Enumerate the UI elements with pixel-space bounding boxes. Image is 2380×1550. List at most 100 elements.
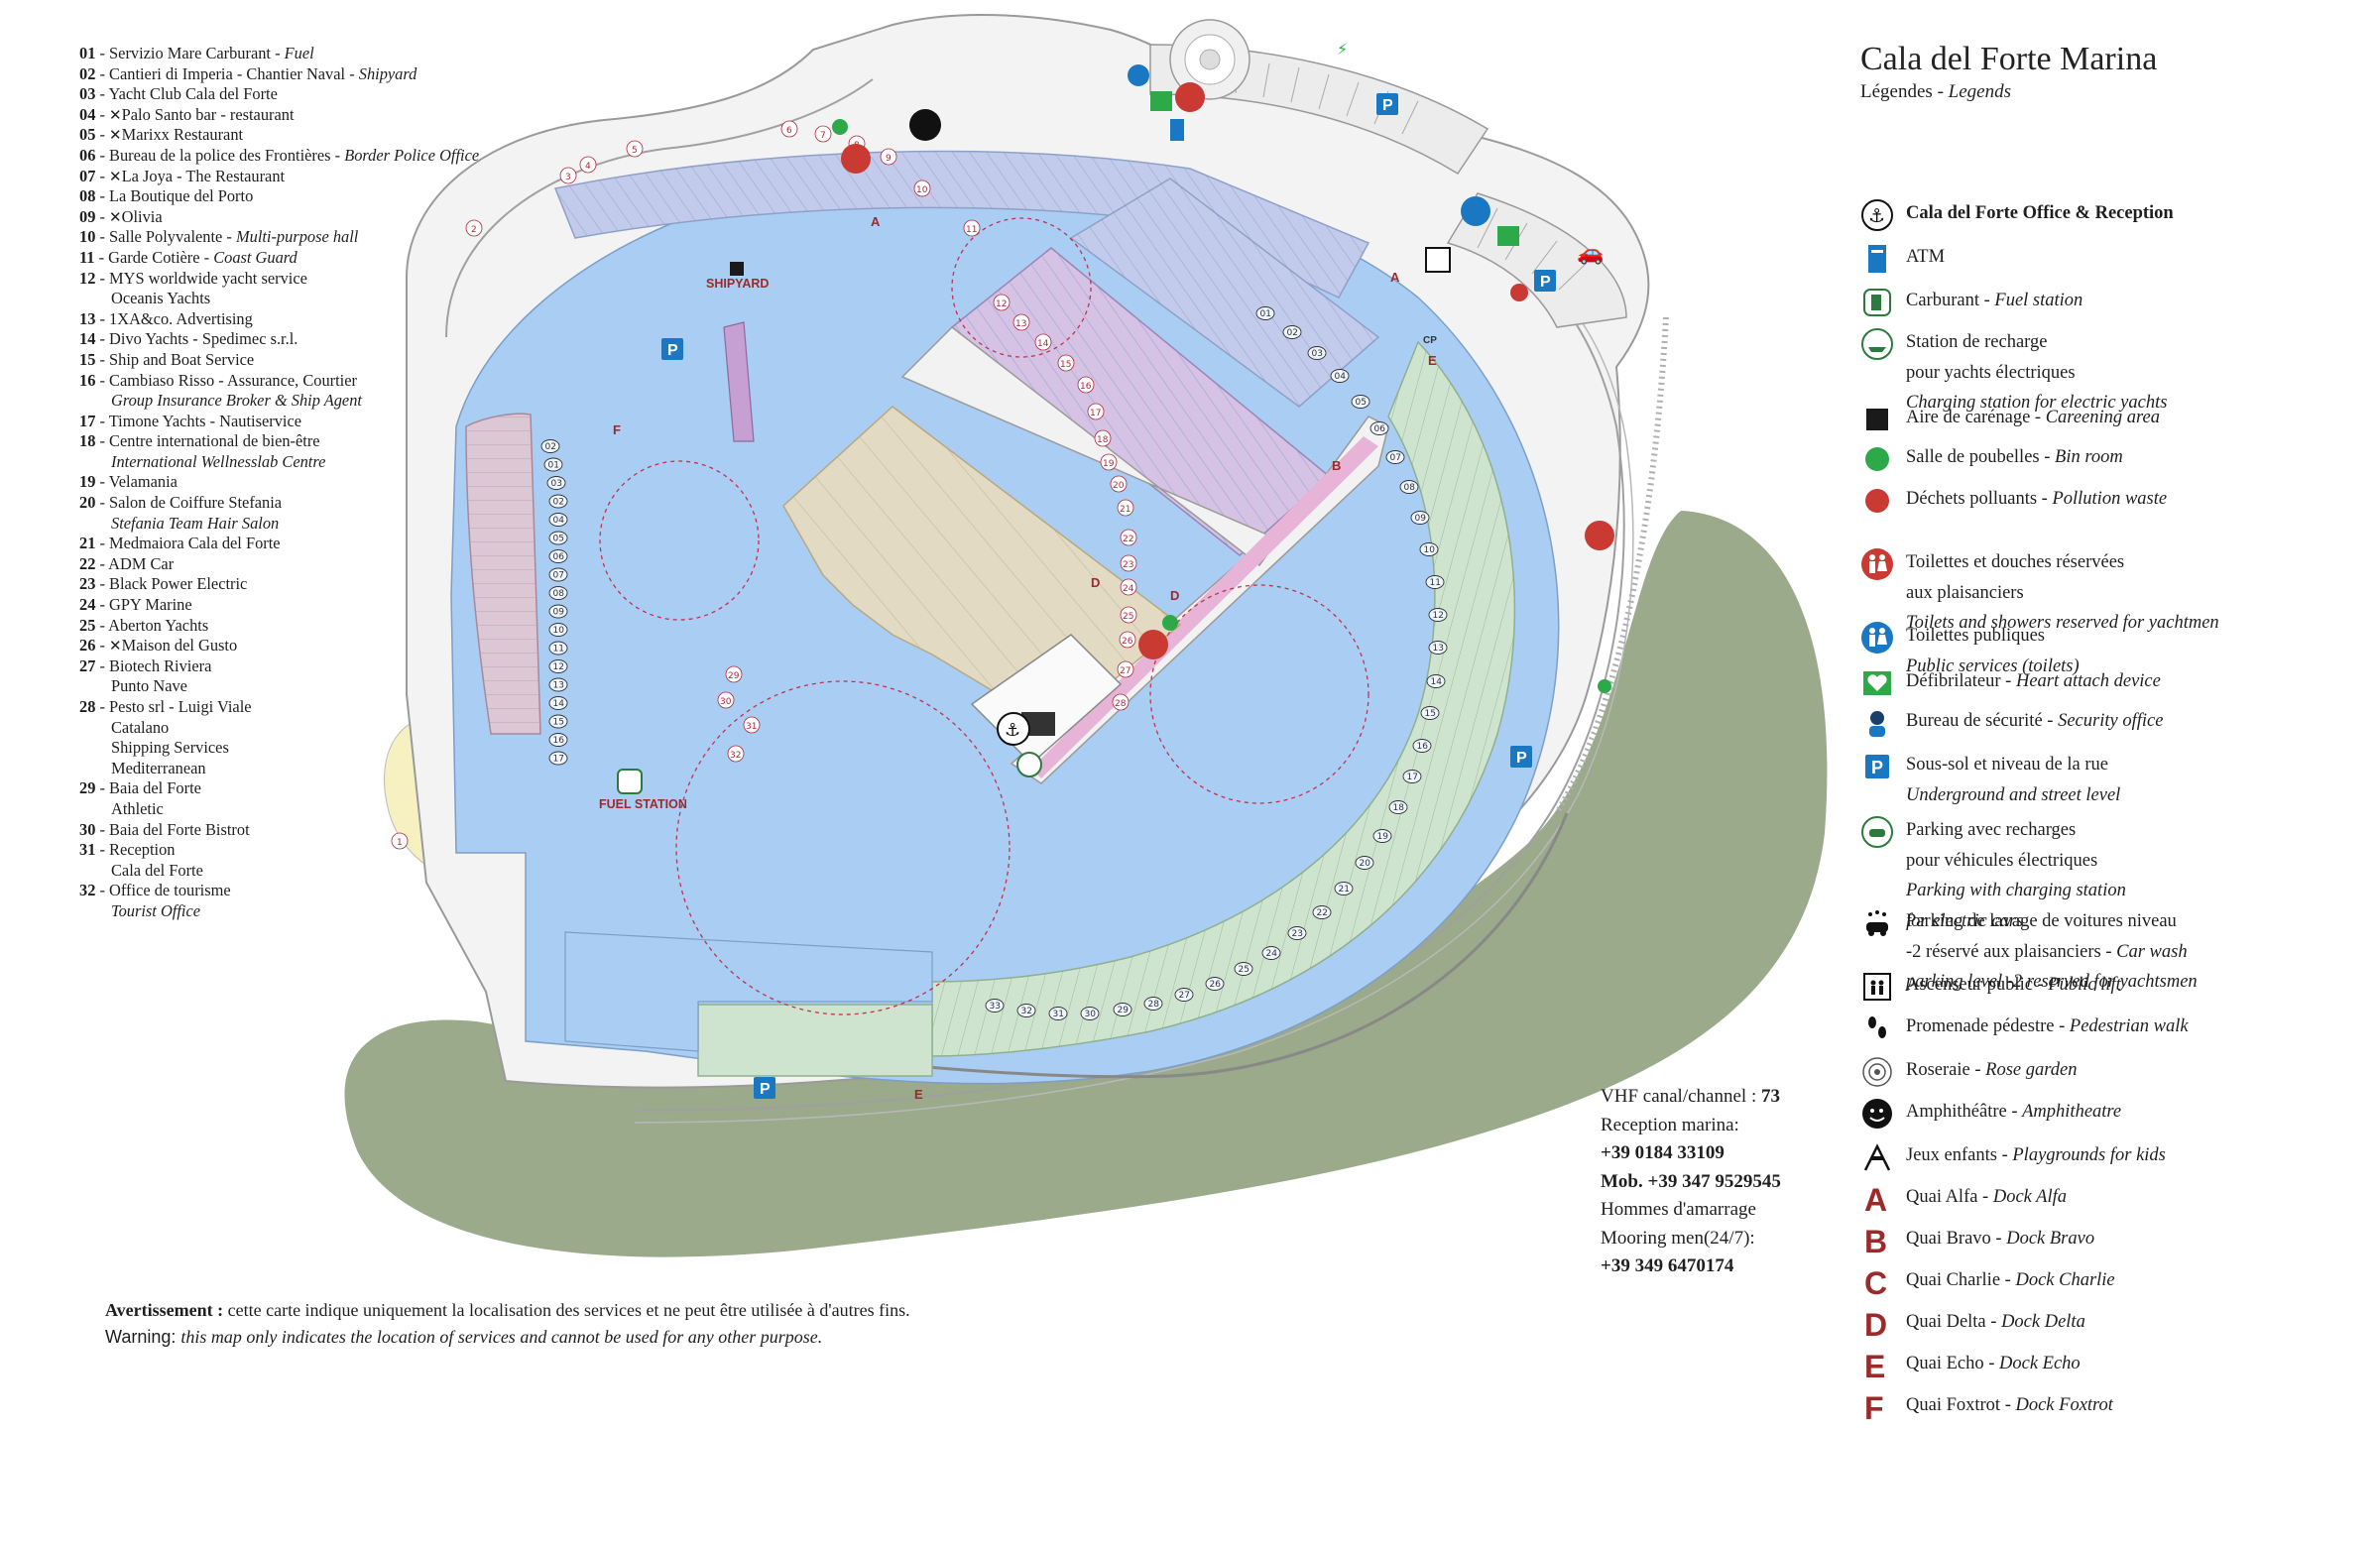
svg-text:16: 16 — [1417, 742, 1429, 752]
svg-text:19: 19 — [1103, 459, 1115, 469]
svg-text:11: 11 — [966, 225, 977, 235]
dock-letter-e-bottom: E — [914, 1087, 923, 1102]
svg-text:25: 25 — [1239, 965, 1250, 975]
svg-text:4: 4 — [585, 162, 591, 172]
dock-letter-e-icon: E — [1860, 1349, 1894, 1384]
svg-text:2: 2 — [471, 225, 477, 235]
index-name: Office de tourisme — [109, 881, 231, 900]
index-sub: Catalano — [111, 717, 170, 737]
svg-text:P: P — [760, 1081, 771, 1098]
poi-number: 32 — [727, 745, 745, 763]
poi-number: 16 — [1077, 376, 1095, 394]
dock-letter-a-left: A — [871, 214, 881, 229]
footprints-icon — [1860, 1012, 1894, 1045]
dock-letter-d-icon: D — [1860, 1307, 1894, 1343]
poi-number: 14 — [1034, 333, 1052, 351]
index-entry: 14 - Divo Yachts - Spedimec s.r.l. — [79, 329, 298, 349]
mobile-phone: Mob. +39 347 9529545 — [1601, 1170, 1781, 1192]
index-number: 07 — [79, 166, 96, 185]
index-name: Aberton Yachts — [108, 615, 209, 635]
public-toilets-icon — [1860, 621, 1894, 655]
svg-text:12: 12 — [553, 662, 564, 672]
poi-number: 18 — [1094, 429, 1112, 447]
index-entry: 11 - Garde Cotière - Coast Guard — [79, 247, 298, 267]
index-name: ADM Car — [108, 553, 175, 573]
fuel-pump-icon — [1860, 286, 1894, 319]
index-sub: Punto Nave — [111, 676, 187, 696]
berth-number-right: 18 — [1388, 800, 1408, 814]
svg-text:13: 13 — [1015, 319, 1026, 329]
restaurant-icon: ✕ — [109, 126, 122, 145]
index-number: 14 — [79, 329, 96, 349]
index-number: 15 — [79, 349, 96, 369]
svg-text:09: 09 — [1415, 514, 1427, 524]
berth-number-right: 02 — [1282, 325, 1302, 339]
fuel-station-label: FUEL STATION — [599, 797, 687, 811]
svg-text:🚗: 🚗 — [1577, 241, 1604, 266]
legend-item-text: Salle de poubelles - Bin room — [1906, 447, 2123, 467]
index-name: Timone Yachts - Nautiservice — [108, 411, 301, 430]
svg-text:33: 33 — [990, 1002, 1001, 1012]
index-number: 20 — [79, 493, 96, 513]
disclaimer: Avertissement : cette carte indique uniq… — [105, 1297, 910, 1351]
index-name: Biotech Riviera — [109, 656, 212, 675]
reception-phone: +39 0184 33109 — [1601, 1142, 1725, 1163]
index-entry: 27 - Biotech Riviera — [79, 656, 212, 675]
svg-text:P: P — [1382, 97, 1393, 114]
svg-text:04: 04 — [553, 516, 565, 526]
legend-item-text: Quai Alfa - Dock Alfa — [1906, 1187, 2068, 1207]
index-entry: 09 - ✕Olivia — [79, 206, 163, 226]
index-number: 23 — [79, 574, 96, 594]
poi-number: 29 — [725, 665, 743, 683]
berth-number-left: 13 — [548, 677, 568, 692]
berth-number-right: 33 — [985, 999, 1005, 1013]
restaurant-icon: ✕ — [109, 637, 122, 656]
svg-text:25: 25 — [1123, 612, 1133, 622]
index-name-en: Shipyard — [358, 63, 417, 83]
index-name: Medmaiora Cala del Forte — [109, 534, 281, 553]
svg-text:26: 26 — [1122, 637, 1133, 647]
berth-number-left: 04 — [548, 513, 568, 527]
poi-number: 6 — [780, 120, 798, 138]
svg-text:02: 02 — [553, 498, 564, 508]
berth-number-left: 10 — [548, 623, 568, 637]
index-name: Centre international de bien-être — [109, 431, 320, 451]
svg-text:01: 01 — [1260, 309, 1271, 319]
poi-number: 7 — [814, 125, 832, 143]
svg-text:01: 01 — [548, 461, 559, 471]
svg-text:15: 15 — [1425, 709, 1436, 719]
berth-number-left: 12 — [548, 659, 568, 673]
index-name-en: Border Police Office — [344, 145, 480, 165]
svg-text:04: 04 — [1335, 372, 1347, 382]
index-entry: 17 - Timone Yachts - Nautiservice — [79, 411, 301, 430]
svg-text:10: 10 — [1424, 545, 1436, 555]
svg-text:F: F — [1864, 1390, 1884, 1424]
svg-text:12: 12 — [1433, 611, 1444, 621]
poi-number: 12 — [993, 294, 1011, 311]
svg-text:31: 31 — [1053, 1010, 1064, 1019]
berth-number-left: 09 — [548, 604, 568, 619]
index-entry: 03 - Yacht Club Cala del Forte — [79, 84, 278, 104]
index-entry: 30 - Baia del Forte Bistrot — [79, 819, 250, 839]
index-name: MYS worldwide yacht service — [109, 268, 307, 288]
svg-text:24: 24 — [1266, 949, 1278, 959]
svg-text:32: 32 — [1021, 1007, 1032, 1016]
index-name: Baia del Forte Bistrot — [109, 819, 250, 839]
berth-number-right: 08 — [1399, 480, 1419, 494]
parking-icon: P — [754, 1077, 775, 1099]
index-number: 26 — [79, 636, 96, 656]
index-name: Marixx Restaurant — [121, 125, 244, 145]
legend-item-text: Aire de carénage - Careening area — [1906, 408, 2160, 427]
index-number: 13 — [79, 308, 96, 328]
index-name: Ship and Boat Service — [109, 349, 255, 369]
theatre-masks-icon — [1860, 1097, 1894, 1131]
berth-number-left: 11 — [548, 641, 568, 656]
berth-number-right: 28 — [1143, 997, 1163, 1011]
poi-number: 3 — [559, 167, 577, 184]
index-number: 25 — [79, 615, 96, 635]
index-sub-en: Tourist Office — [111, 900, 201, 920]
index-name: Bureau de la police des Frontières — [109, 145, 331, 165]
dock-letter-a-icon: A — [1860, 1182, 1894, 1218]
poi-number: 1 — [391, 832, 409, 850]
berth-number-right: 10 — [1419, 542, 1439, 556]
